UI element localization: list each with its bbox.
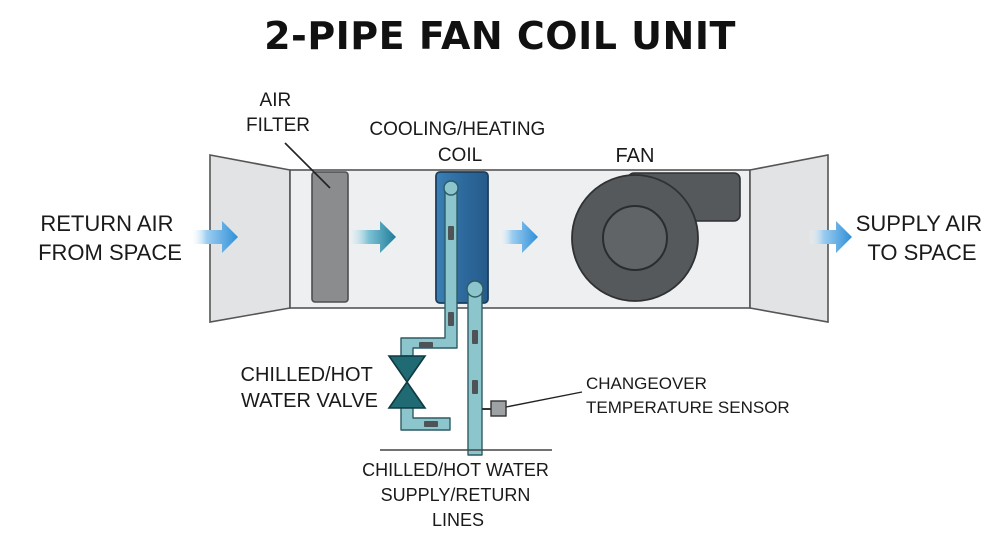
sensor-label: CHANGEOVER TEMPERATURE SENSOR bbox=[586, 374, 790, 417]
supply-pipe-coil-elbow bbox=[443, 180, 459, 196]
air-filter bbox=[311, 171, 349, 303]
return-pipe-coil-elbow bbox=[466, 280, 484, 298]
filter-to-coil-arrow bbox=[350, 221, 396, 253]
air-filter-leader bbox=[284, 142, 331, 189]
sensor-leader bbox=[505, 391, 583, 408]
coil-label: COOLING/HEATING COIL bbox=[369, 119, 550, 166]
return-air-label: RETURN AIR FROM SPACE bbox=[38, 211, 182, 265]
airflow-arrows bbox=[190, 221, 852, 253]
water-valve-icon bbox=[387, 355, 427, 409]
water-flow-markers bbox=[419, 226, 478, 427]
fan-wheel bbox=[602, 205, 668, 271]
diagram-title: 2-PIPE FAN COIL UNIT bbox=[264, 14, 736, 58]
return-pipe bbox=[467, 287, 483, 456]
valve-label: CHILLED/HOT WATER VALVE bbox=[241, 364, 378, 412]
coil-to-fan-arrow bbox=[498, 221, 538, 253]
air-filter-label: AIR FILTER bbox=[246, 90, 310, 136]
supply-air-arrow bbox=[808, 221, 852, 253]
fan-icon bbox=[571, 172, 741, 302]
outlet-duct-flare bbox=[749, 154, 829, 323]
water-lines-label: CHILLED/HOT WATER SUPPLY/RETURN LINES bbox=[362, 460, 554, 530]
temperature-sensor-icon bbox=[482, 400, 507, 417]
return-air-arrow bbox=[190, 221, 238, 253]
supply-air-label: SUPPLY AIR TO SPACE bbox=[856, 211, 989, 265]
fan-label: FAN bbox=[616, 145, 655, 167]
